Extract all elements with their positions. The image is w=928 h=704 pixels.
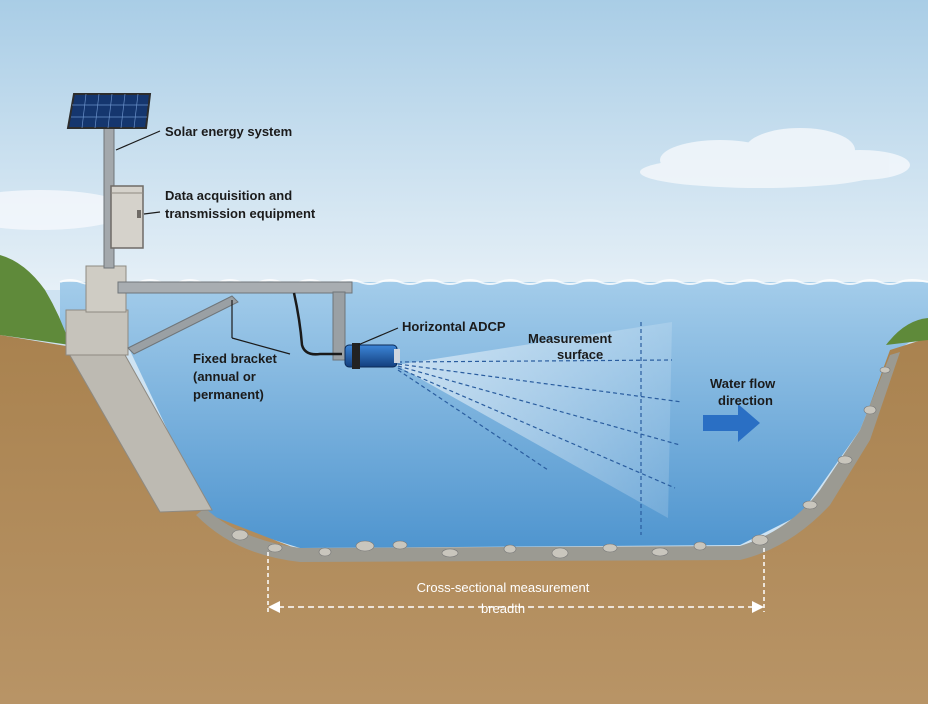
label-fixed-bracket-line1: Fixed bracket: [193, 351, 277, 366]
leader-lines: [115, 130, 399, 355]
label-fixed-bracket-line2: (annual or: [193, 369, 256, 384]
label-water-flow-line2: direction: [718, 393, 773, 408]
clouds: [0, 128, 910, 230]
fixed-bracket: [117, 281, 353, 361]
concrete-base: [65, 309, 129, 356]
label-fixed-bracket-line3: permanent): [193, 387, 264, 402]
label-data-acquisition-line1: Data acquisition and: [165, 188, 293, 203]
label-measurement-line2: surface: [557, 347, 604, 362]
breadth-dimension: [267, 548, 765, 613]
gravel-stones: [231, 366, 891, 559]
label-breadth-line2: breadth: [480, 601, 526, 616]
left-bank-grass: [0, 255, 70, 345]
label-measurement-line1: Measurement: [528, 331, 612, 346]
label-water-flow-line1: Water flow: [710, 376, 776, 391]
label-solar-energy-system: Solar energy system: [165, 124, 293, 139]
label-breadth-line1: Cross-sectional measurement: [416, 580, 590, 595]
adcp-beam-lines: [397, 322, 683, 535]
solar-panel-icon: [66, 93, 152, 129]
label-horizontal-adcp: Horizontal ADCP: [402, 319, 506, 334]
label-data-acquisition-line2: transmission equipment: [165, 206, 316, 221]
river-bank-soil: [0, 335, 928, 704]
sensor-cable: [292, 292, 342, 356]
flow-arrow-icon: [703, 404, 760, 442]
equipment-box-icon: [110, 185, 144, 249]
right-bank-grass: [886, 318, 928, 345]
adcp-sensor-icon: [344, 343, 400, 369]
measurement-beam-fan: [396, 322, 672, 518]
